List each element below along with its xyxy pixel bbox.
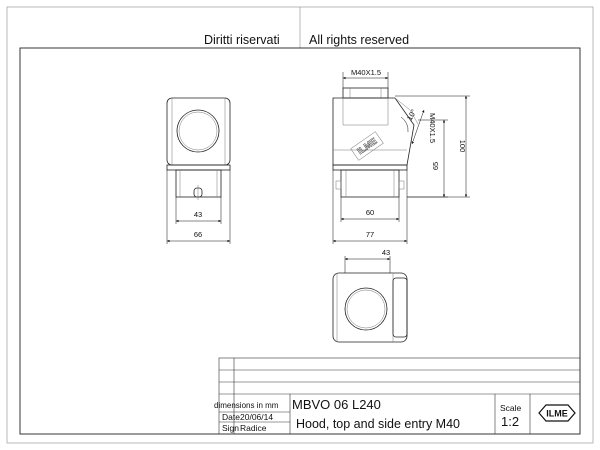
date-value: 20/06/14 [240, 412, 274, 422]
dimensions-label: dimensions in mm [214, 401, 279, 410]
rights-notice-en: All rights reserved [309, 33, 410, 47]
side-logo-emboss: ILME [350, 131, 384, 161]
inner-frame [19, 47, 581, 435]
scale-value: 1:2 [501, 414, 520, 429]
top-view [332, 272, 408, 343]
side-dim-height-entry: 65 [431, 162, 440, 170]
rights-notice-it: Diritti riservati [204, 33, 280, 47]
side-thread-top: M40X1.5 [351, 68, 381, 77]
logo-text: ILME [546, 409, 568, 419]
side-dimensions [332, 72, 470, 244]
side-angle: 10° [405, 108, 418, 122]
date-label: Date [222, 412, 240, 422]
outer-frame [6, 6, 594, 444]
product-code: MBVO 06 L240 [292, 397, 381, 412]
top-dimensions [344, 256, 391, 273]
side-dim-outer: 77 [366, 230, 374, 239]
front-dim-inner: 43 [194, 210, 202, 219]
side-view [332, 87, 419, 198]
title-block [218, 357, 581, 435]
scale-label: Scale [500, 403, 522, 413]
side-dim-height-total: 100 [458, 140, 467, 153]
svg-text:ILME: ILME [355, 136, 378, 157]
top-dim: 43 [382, 248, 390, 257]
ilme-logo: ILME [538, 404, 576, 422]
sign-label: Sign [222, 423, 240, 433]
sign-value: Radice [240, 423, 267, 433]
front-view [166, 97, 231, 200]
side-thread-side: M40X1.5 [428, 113, 437, 143]
side-dim-inner: 60 [366, 208, 374, 217]
product-description: Hood, top and side entry M40 [296, 417, 460, 431]
front-dimensions [166, 170, 231, 244]
front-dim-outer: 66 [194, 230, 202, 239]
